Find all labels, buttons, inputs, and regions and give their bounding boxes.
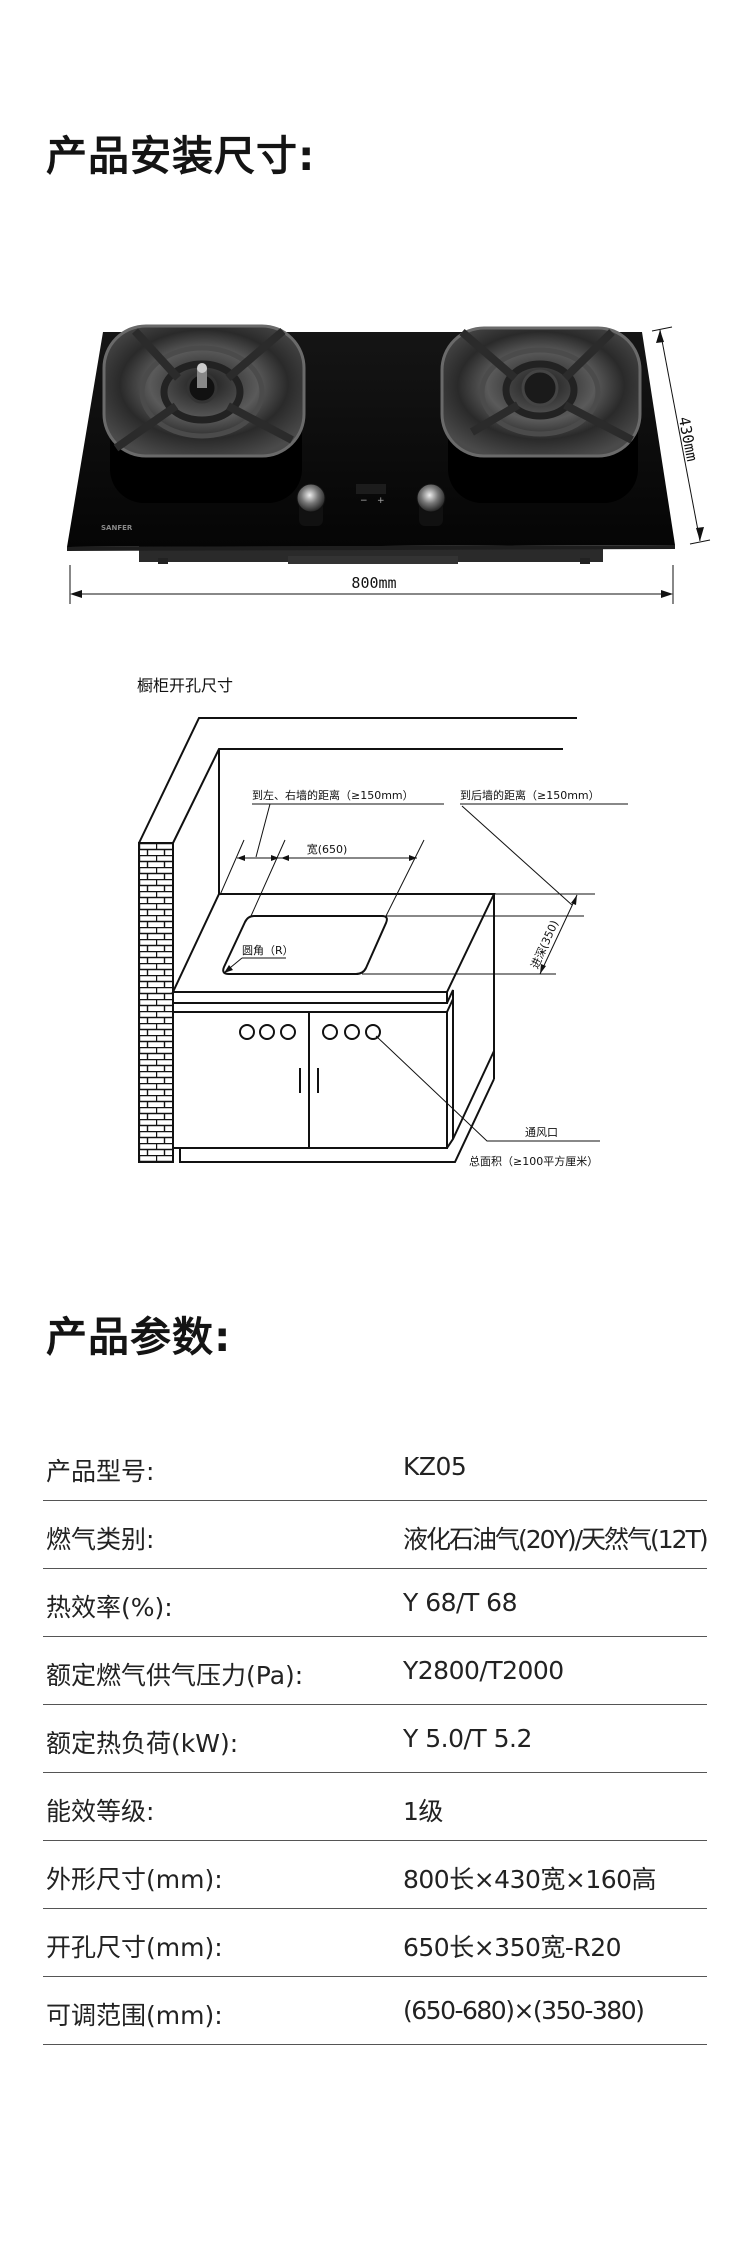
param-label: 燃气类别:: [46, 1525, 155, 1554]
param-label: 额定热负荷(kW):: [46, 1729, 239, 1758]
timer-display: [356, 484, 386, 494]
back-wall-distance-label: 到后墙的距离（≥150mm）: [460, 788, 600, 802]
depth-label: 430mm: [675, 415, 701, 463]
params-section-title: 产品参数:: [46, 1313, 232, 1361]
param-row-adjustable-range: 可调范围(mm): (650-680)×(350-380): [43, 1977, 707, 2045]
cutout-hole: [222, 915, 388, 975]
vent-area-label: 总面积（≥100平方厘米）: [469, 1154, 598, 1168]
left-knob[interactable]: [296, 483, 326, 526]
brand-logo: SANFER: [101, 524, 133, 532]
right-burner: [440, 326, 642, 503]
param-row-cutout-size: 开孔尺寸(mm): 650长×350宽-R20: [43, 1909, 707, 1977]
left-burner: [102, 324, 306, 503]
install-section-title: 产品安装尺寸:: [46, 132, 316, 180]
param-value: 650长×350宽-R20: [403, 1933, 622, 1962]
param-label: 能效等级:: [46, 1797, 155, 1826]
param-row-heat-load: 额定热负荷(kW): Y 5.0/T 5.2: [43, 1705, 707, 1773]
param-value: 液化石油气(20Y)/天然气(12T): [403, 1525, 709, 1554]
param-value: Y 5.0/T 5.2: [403, 1724, 532, 1753]
vent-label: 通风口: [525, 1126, 558, 1139]
width-label: 800mm: [351, 574, 396, 592]
params-table: 产品型号: KZ05 燃气类别: 液化石油气(20Y)/天然气(12T) 热效率(%…: [43, 1433, 709, 2045]
param-value: Y 68/T 68: [403, 1588, 517, 1617]
brick-wall: [138, 842, 174, 1163]
param-value: KZ05: [403, 1452, 467, 1481]
minus-button[interactable]: −: [360, 496, 368, 506]
param-label: 热效率(%):: [46, 1593, 173, 1622]
param-row-dimensions: 外形尺寸(mm): 800长×430宽×160高: [43, 1841, 707, 1909]
width-dimension: 800mm: [69, 565, 674, 604]
param-value: Y2800/T2000: [403, 1656, 564, 1685]
cutout-width-label: 宽(650): [307, 842, 348, 856]
param-row-energy-grade: 能效等级: 1级: [43, 1773, 707, 1841]
cabinet-cutout-diagram: 橱柜开孔尺寸 宽(650) 到左、右墙的距离（≥150mm） 到后墙的距离（≥1…: [137, 676, 628, 1168]
hob-image: − + SANFER 800mm 430mm: [67, 324, 711, 604]
param-label: 外形尺寸(mm):: [46, 1865, 223, 1894]
param-label: 开孔尺寸(mm):: [46, 1933, 223, 1962]
cabinet-title: 橱柜开孔尺寸: [137, 676, 233, 695]
param-label: 可调范围(mm):: [46, 2001, 223, 2030]
param-value: 800长×430宽×160高: [403, 1865, 657, 1894]
param-value: 1级: [403, 1797, 443, 1826]
corner-radius-label: 圆角（R）: [242, 944, 294, 957]
param-row-gas-type: 燃气类别: 液化石油气(20Y)/天然气(12T): [43, 1501, 709, 1569]
param-row-pressure: 额定燃气供气压力(Pa): Y2800/T2000: [43, 1637, 707, 1705]
param-label: 产品型号:: [46, 1457, 155, 1486]
side-wall-distance-label: 到左、右墙的距离（≥150mm）: [252, 788, 414, 802]
vent-holes: [239, 1024, 381, 1040]
plus-button[interactable]: +: [377, 496, 385, 506]
param-value: (650-680)×(350-380): [403, 1996, 645, 2025]
param-row-model: 产品型号: KZ05: [43, 1433, 707, 1501]
param-label: 额定燃气供气压力(Pa):: [46, 1661, 304, 1690]
right-knob[interactable]: [416, 483, 446, 526]
param-row-efficiency: 热效率(%): Y 68/T 68: [43, 1569, 707, 1637]
